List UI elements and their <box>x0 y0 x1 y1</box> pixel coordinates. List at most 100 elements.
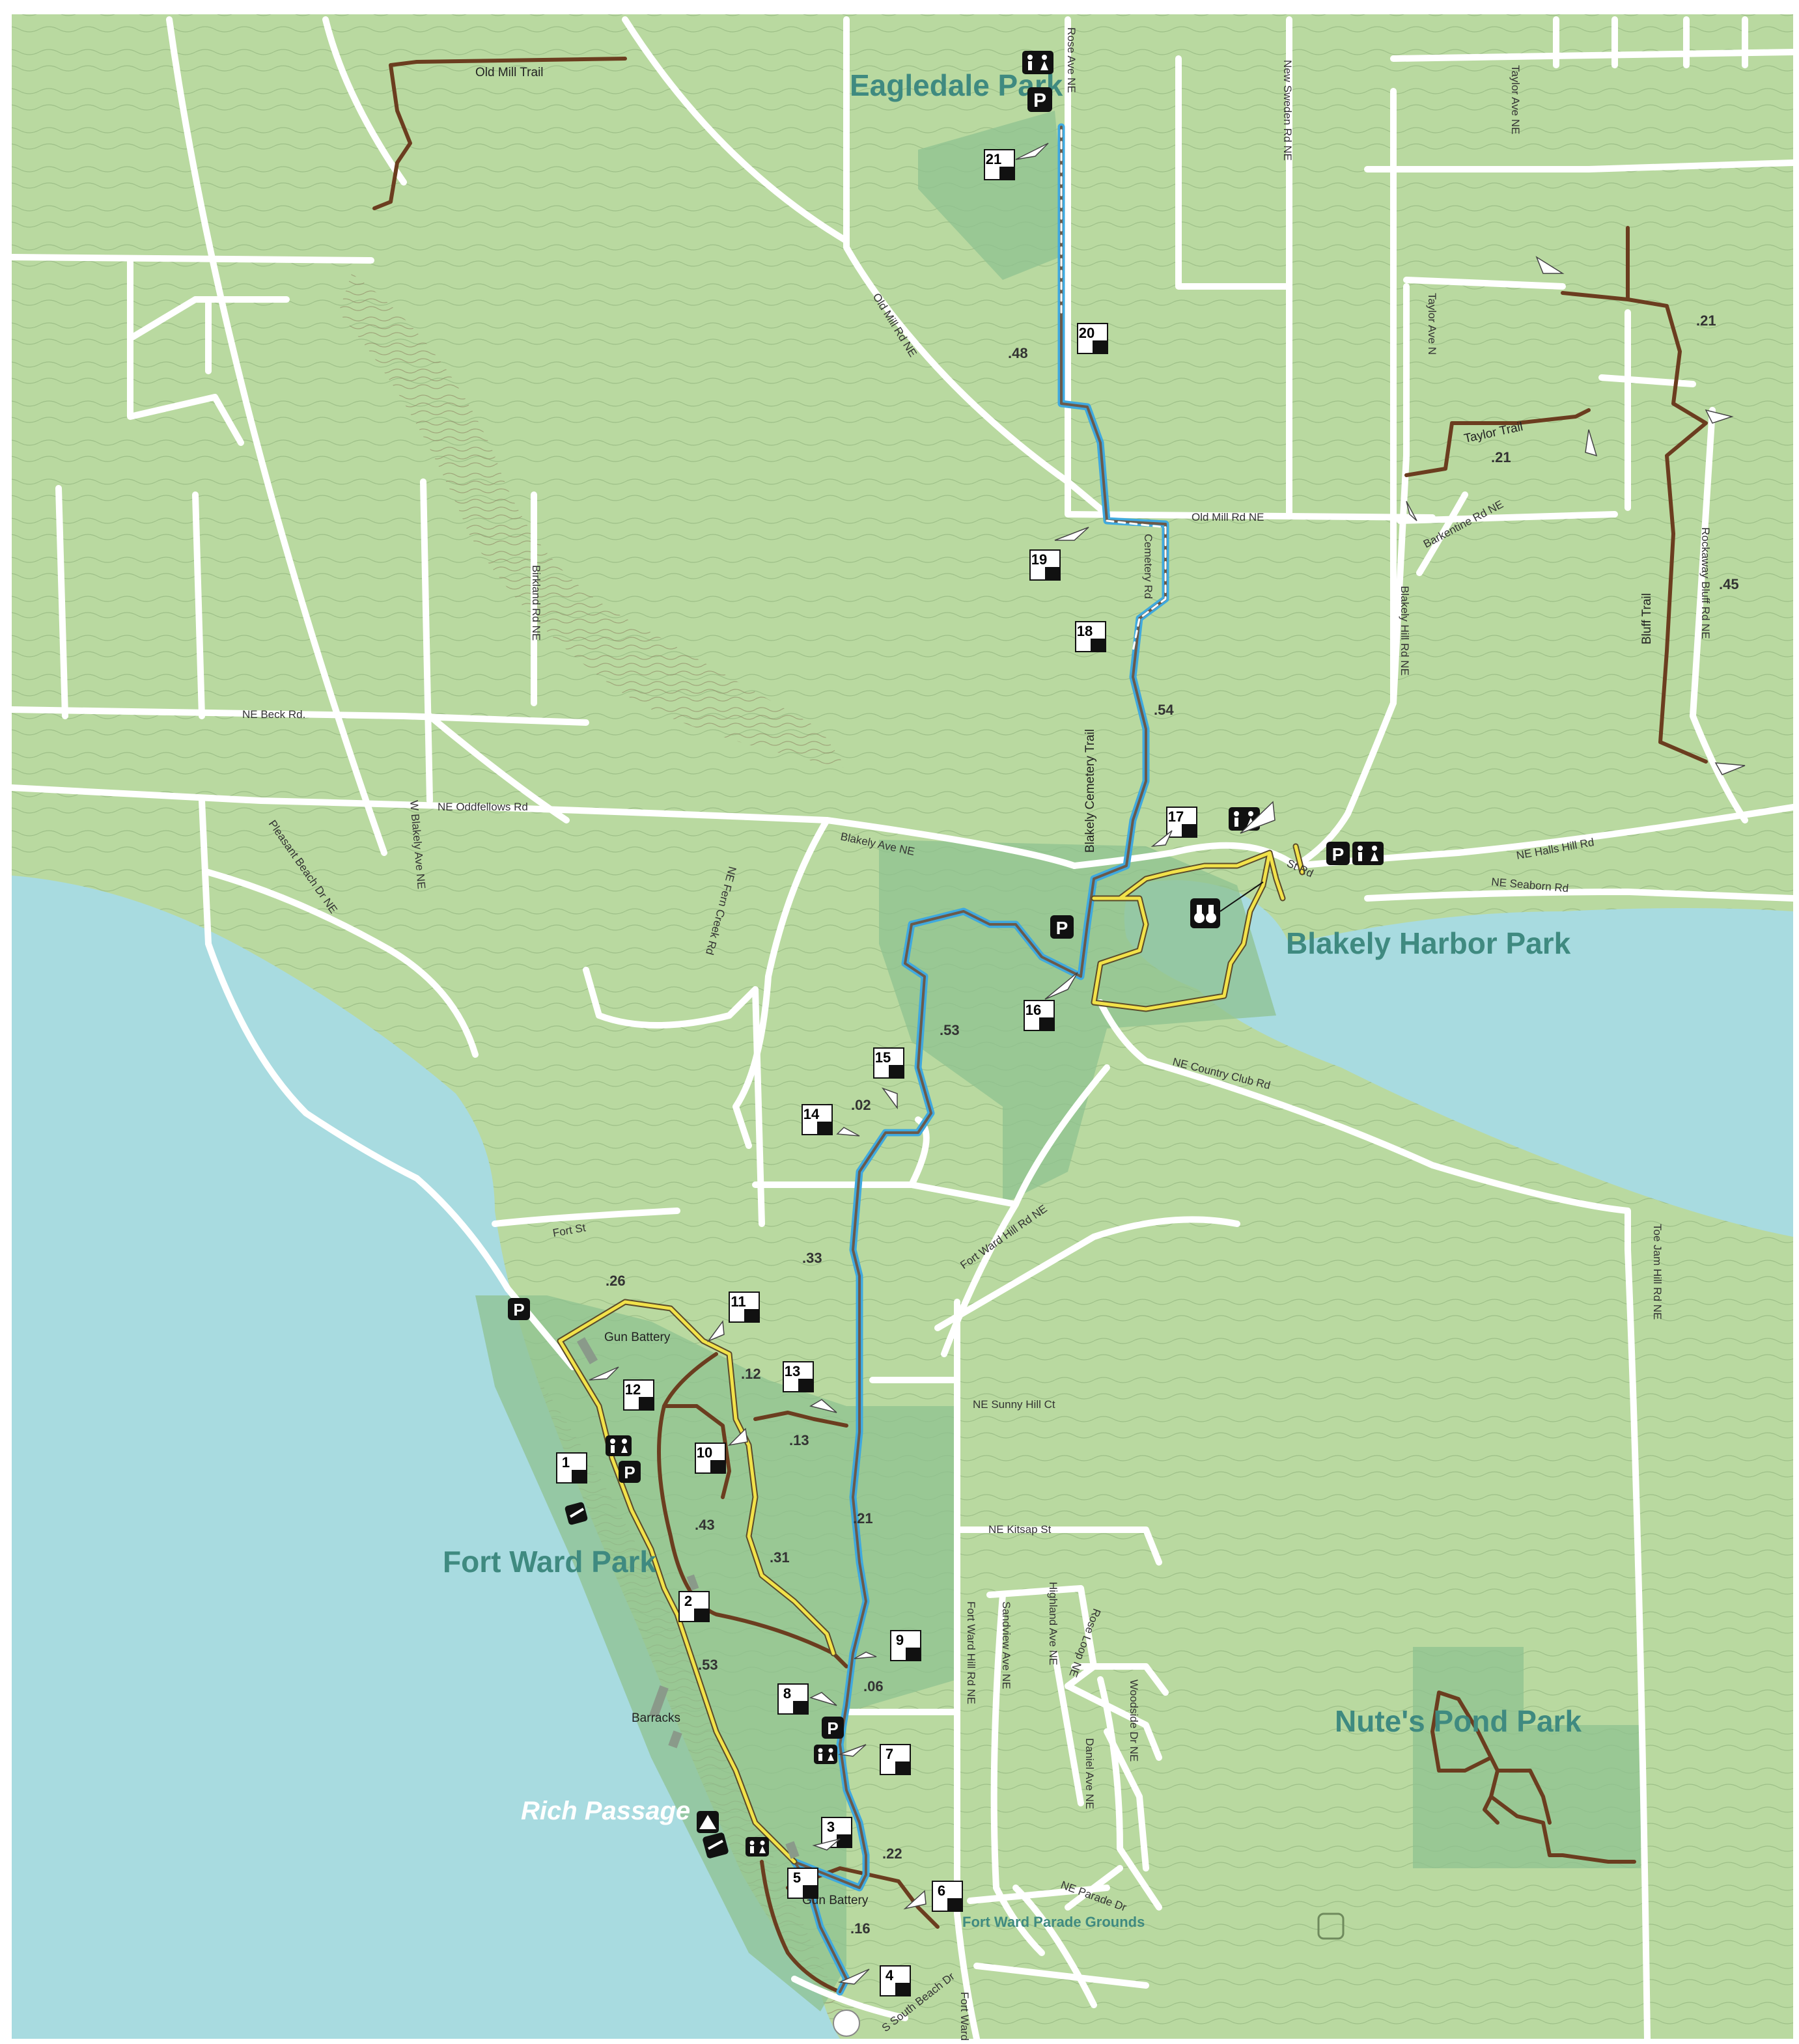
boat-launch-icon <box>703 1832 729 1858</box>
trail-marker-5: 5 <box>787 1868 818 1899</box>
svg-text:P: P <box>1332 844 1345 864</box>
trail-marker-number: 16 <box>1025 1002 1041 1018</box>
trail-marker-10: 10 <box>695 1443 726 1474</box>
svg-text:Taylor Ave N: Taylor Ave N <box>1426 293 1438 355</box>
trail-marker-number: 18 <box>1077 623 1093 639</box>
trail-marker-7: 7 <box>880 1744 911 1775</box>
svg-text:Sandview Ave NE: Sandview Ave NE <box>1000 1601 1012 1689</box>
trail-marker-14: 14 <box>802 1104 833 1135</box>
yellow-trails <box>557 843 1305 1865</box>
blue-trail <box>790 123 1169 1996</box>
trail-marker-15: 15 <box>873 1047 904 1079</box>
trail-marker-number: 17 <box>1168 808 1184 825</box>
camping-icon <box>697 1811 719 1833</box>
nutes-pond-park-label: Nute's Pond Park <box>1335 1704 1582 1738</box>
svg-text:NE Kitsap St: NE Kitsap St <box>988 1523 1052 1536</box>
trail-marker-13: 13 <box>783 1361 814 1392</box>
trail-marker-9: 9 <box>890 1630 921 1661</box>
trail-marker-21: 21 <box>984 149 1015 180</box>
barracks-label: Barracks <box>632 1711 680 1725</box>
park-labels: Eagledale Park Blakely Harbor Park Fort … <box>443 68 1582 1930</box>
svg-text:.53: .53 <box>698 1657 718 1673</box>
svg-text:.54: .54 <box>1154 702 1174 718</box>
svg-text:.53: .53 <box>940 1022 960 1038</box>
trail-marker-number: 5 <box>793 1870 801 1886</box>
distance-labels: .48 .54 .53 .02 .33 .26 .12 .13 .43 .31 … <box>606 312 1739 1937</box>
trail-marker-number: 10 <box>697 1444 712 1461</box>
svg-text:P: P <box>1056 918 1068 938</box>
svg-text:.45: .45 <box>1719 576 1739 592</box>
svg-text:.12: .12 <box>741 1366 761 1382</box>
trail-marker-number: 20 <box>1079 325 1095 341</box>
gun-battery-north-label: Gun Battery <box>604 1331 671 1344</box>
restroom-icon <box>1352 842 1384 865</box>
svg-text:Rockaway Bluff Rd NE: Rockaway Bluff Rd NE <box>1699 527 1712 639</box>
brown-trails <box>372 57 1708 1994</box>
fort-ward-park-label: Fort Ward Park <box>443 1545 656 1579</box>
svg-text:Birkland Rd NE: Birkland Rd NE <box>530 565 542 641</box>
gun-battery-south-label: Gun Battery <box>802 1894 869 1907</box>
trail-marker-18: 18 <box>1075 621 1106 652</box>
pond <box>1317 1913 1345 1940</box>
steep-slope-ridge <box>339 273 846 768</box>
trail-marker-number: 13 <box>785 1363 800 1379</box>
trail-marker-12: 12 <box>623 1379 654 1411</box>
svg-text:NE Beck Rd.: NE Beck Rd. <box>242 708 305 721</box>
boat-launch-icon <box>565 1502 588 1525</box>
svg-text:NE Oddfellows Rd: NE Oddfellows Rd <box>438 801 528 813</box>
trail-marker-2: 2 <box>678 1591 710 1622</box>
restroom-icon <box>746 1837 769 1857</box>
restroom-icon <box>606 1435 632 1456</box>
trail-marker-number: 19 <box>1031 551 1047 568</box>
taylor-trail-path <box>1404 408 1591 477</box>
svg-text:NE Sunny Hill Ct: NE Sunny Hill Ct <box>973 1398 1055 1411</box>
svg-text:P: P <box>827 1719 838 1738</box>
trail-marker-number: 2 <box>684 1593 692 1609</box>
rich-passage-water <box>12 876 840 2039</box>
trail-marker-number: 21 <box>986 151 1001 167</box>
parking-icon: P <box>822 1717 844 1739</box>
svg-text:.31: .31 <box>770 1549 790 1566</box>
trail-marker-number: 3 <box>827 1819 835 1835</box>
trail-marker-20: 20 <box>1077 323 1108 354</box>
svg-text:.06: .06 <box>863 1678 884 1694</box>
trail-marker-16: 16 <box>1024 1000 1055 1031</box>
svg-text:Blakely Hill Rd NE: Blakely Hill Rd NE <box>1399 586 1411 676</box>
svg-text:P: P <box>1033 90 1046 111</box>
svg-text:.16: .16 <box>850 1920 871 1937</box>
svg-text:.26: .26 <box>606 1273 626 1289</box>
svg-text:Taylor Ave NE: Taylor Ave NE <box>1509 65 1522 134</box>
svg-text:P: P <box>624 1463 635 1482</box>
svg-text:Old Mill Rd NE: Old Mill Rd NE <box>1192 511 1264 523</box>
trail-marker-number: 9 <box>896 1632 904 1648</box>
nutes-pond-park-area <box>1413 1647 1641 1868</box>
svg-text:Woodside Dr NE: Woodside Dr NE <box>1128 1679 1140 1761</box>
trail-marker-4: 4 <box>880 1965 911 1996</box>
bluff-trail-path <box>1561 291 1708 764</box>
svg-text:P: P <box>513 1300 524 1319</box>
blakely-harbor-water <box>1124 880 1793 1237</box>
rich-passage-label: Rich Passage <box>521 1797 690 1825</box>
trail-marker-number: 8 <box>783 1685 791 1702</box>
buildings <box>576 1337 800 1859</box>
parking-icon: P <box>619 1461 641 1483</box>
svg-text:Fort Ward Hill Rd NE: Fort Ward Hill Rd NE <box>965 1601 977 1704</box>
trail-marker-number: 1 <box>562 1454 570 1471</box>
old-mill-trail-path <box>372 57 627 210</box>
parking-icons: P P P P P P <box>508 87 1350 1739</box>
trail-marker-6: 6 <box>932 1881 963 1912</box>
svg-text:.48: .48 <box>1008 345 1028 361</box>
blakely-cemetery-trail-label: Blakely Cemetery Trail <box>1083 729 1097 853</box>
pointer-arrows <box>589 143 1746 1985</box>
svg-text:Toe Jam Hill Rd NE: Toe Jam Hill Rd NE <box>1651 1224 1664 1319</box>
trail-marker-19: 19 <box>1029 549 1061 581</box>
svg-text:.22: .22 <box>882 1845 902 1862</box>
parking-icon: P <box>508 1298 530 1320</box>
parking-icon: P <box>1326 842 1350 865</box>
svg-text:.21: .21 <box>1491 449 1511 465</box>
bluff-trail-label: Bluff Trail <box>1640 593 1654 644</box>
parking-icon: P <box>1027 87 1052 112</box>
fort-ward-parade-grounds-label: Fort Ward Parade Grounds <box>962 1914 1145 1930</box>
